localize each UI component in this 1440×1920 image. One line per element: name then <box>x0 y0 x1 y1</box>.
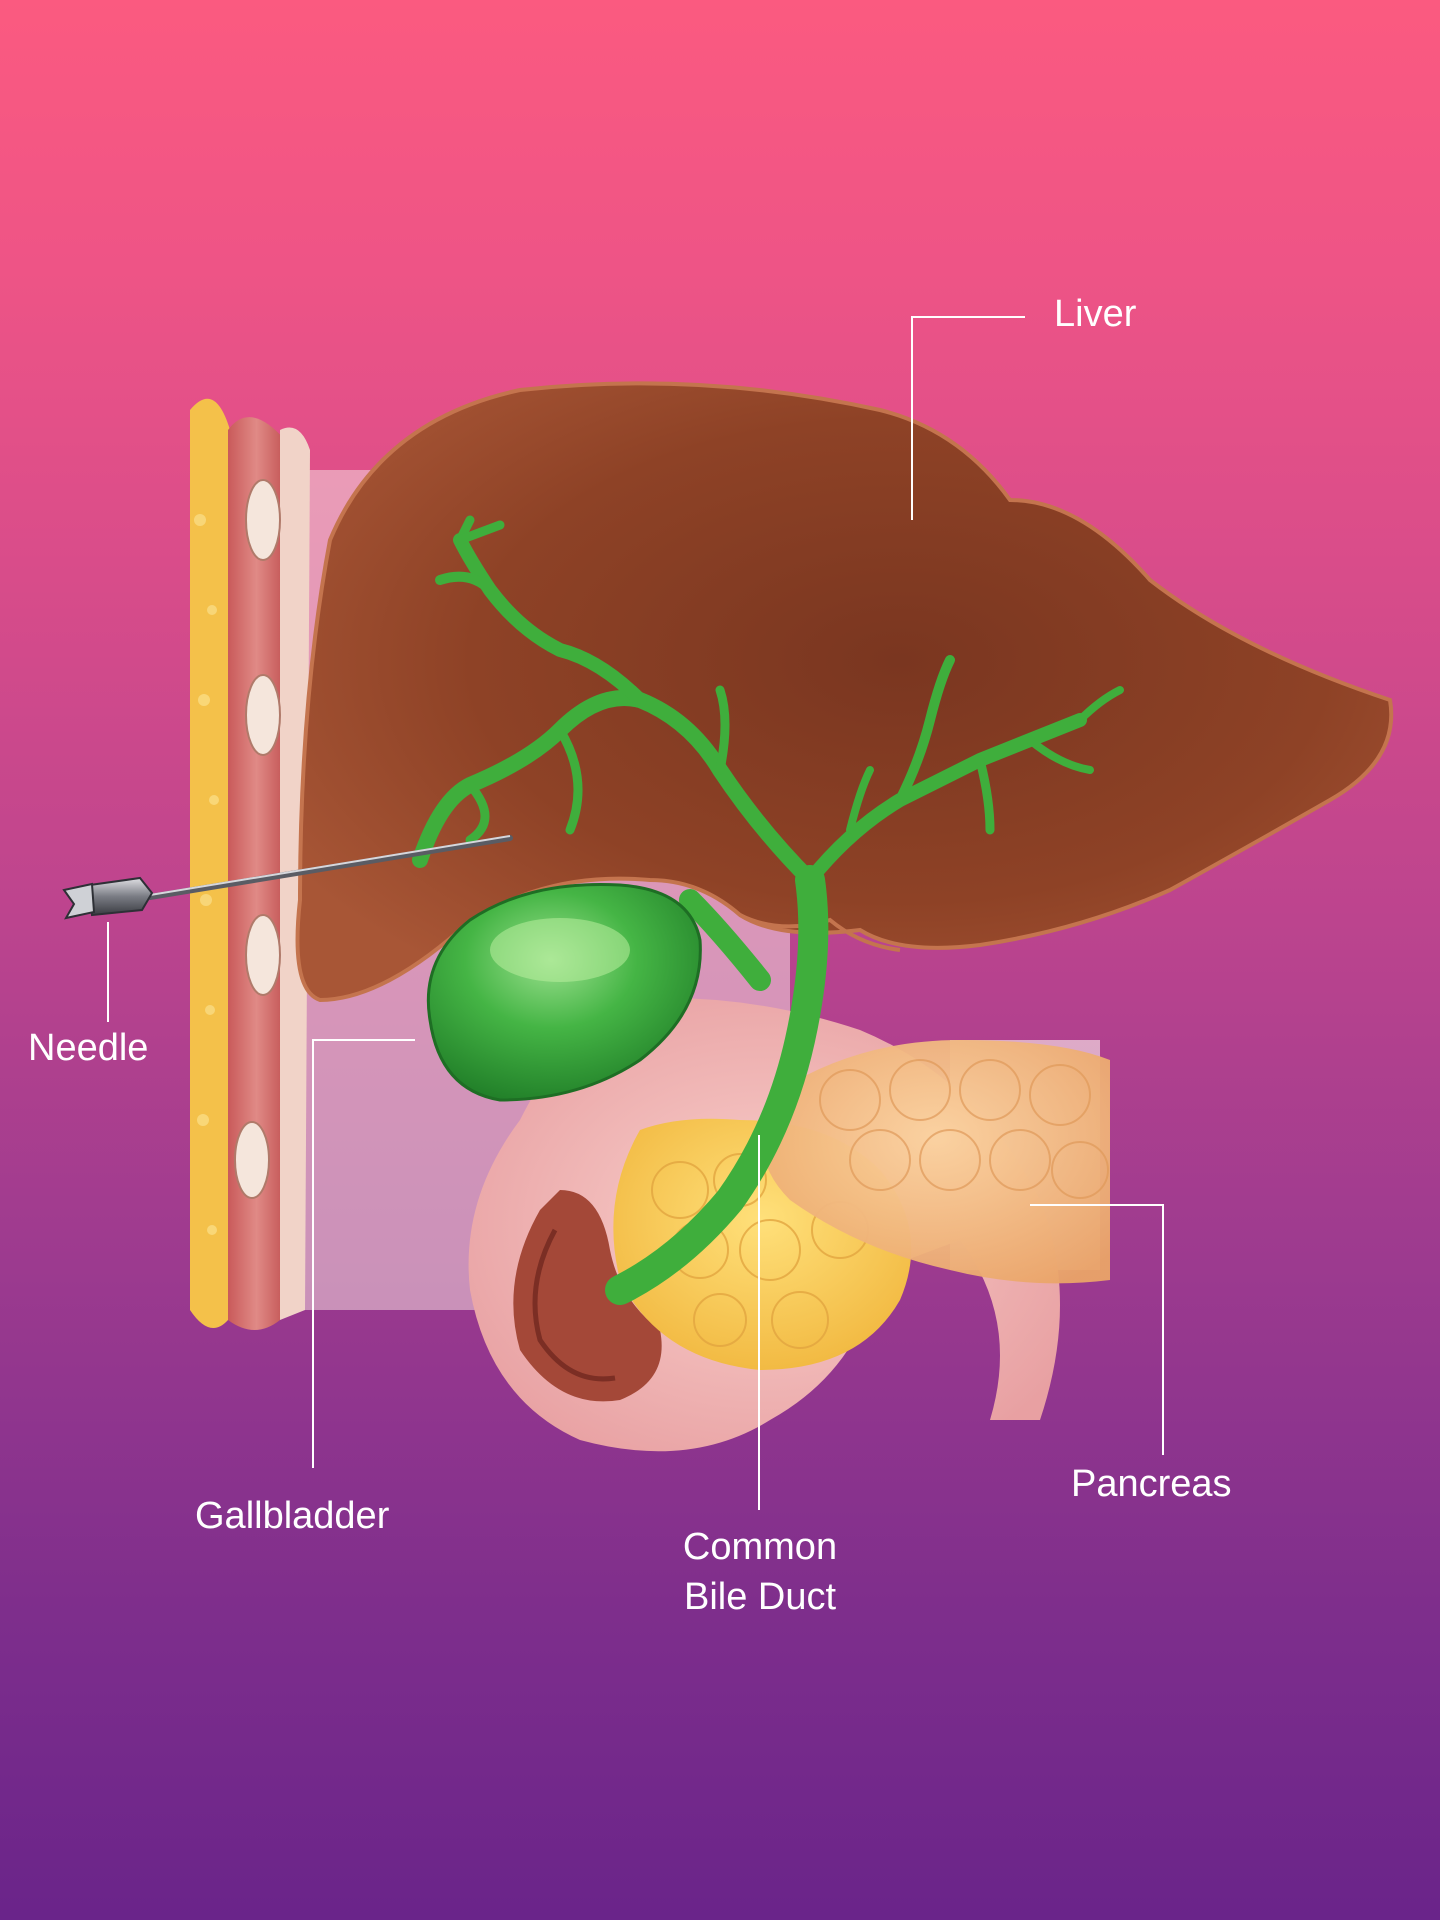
abdominal-wall <box>190 398 310 1331</box>
liver-organ <box>295 381 1394 1003</box>
pancreas-label: Pancreas <box>1071 1463 1232 1505</box>
needle-instrument <box>62 835 513 920</box>
liver-label: Liver <box>1054 293 1137 335</box>
gallbladder-label: Gallbladder <box>195 1495 390 1537</box>
common-bile-duct-label-line2: Bile Duct <box>683 1576 837 1618</box>
common-bile-duct-label-line1: Common <box>682 1526 838 1568</box>
leader-lines <box>107 316 1164 1510</box>
needle-label: Needle <box>28 1027 149 1069</box>
bile-ducts <box>412 515 1124 1305</box>
pancreas-leader-line <box>1030 1204 1164 1455</box>
gallbladder-organ <box>426 882 702 1102</box>
liver-leader-line <box>911 316 1025 520</box>
pancreas-body <box>762 1040 1110 1284</box>
common-bile-duct-label: Common Bile Duct <box>640 1522 880 1622</box>
gallbladder-leader-line <box>312 1039 415 1468</box>
